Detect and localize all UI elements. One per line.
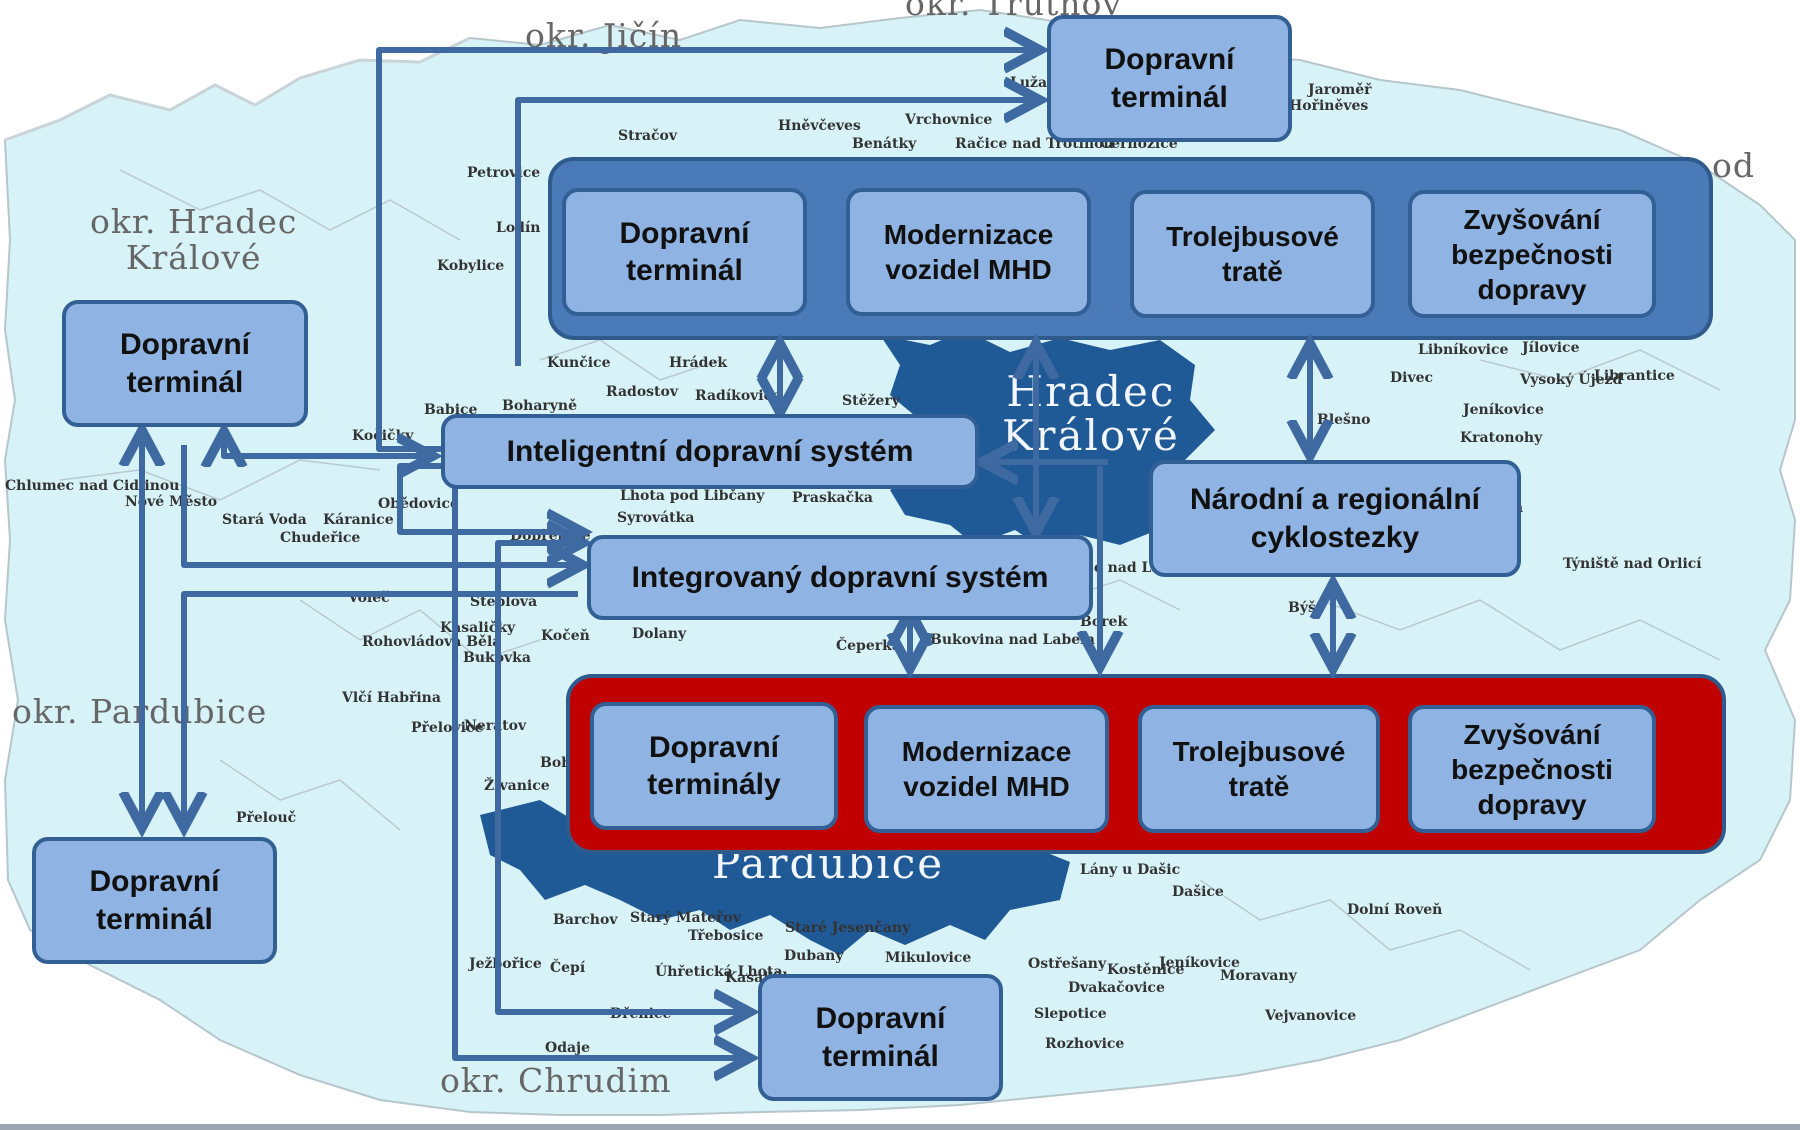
place-label: Libníkovice [1418, 342, 1509, 358]
place-label: Dvakačovice [1068, 980, 1165, 996]
place-label: Librantice [1594, 368, 1675, 384]
place-label: Bukovina nad Labem [930, 632, 1095, 648]
pce-transport-terminals-box: Dopravní terminály [590, 702, 838, 830]
district-label-nachod: od [1712, 146, 1755, 185]
left-transport-terminal-box: Dopravní terminál [62, 300, 308, 427]
connector-arrow [181, 445, 578, 565]
place-label: Ostřešany [1028, 956, 1107, 972]
place-label: Jeníkovice [1463, 402, 1544, 418]
place-label: Lhota pod Libčany [620, 488, 765, 504]
intelligent-transport-system-box: Inteligentní dopravní systém [441, 414, 979, 489]
place-label: Praskačka [792, 490, 873, 506]
integrated-transport-system-box: Integrovaný dopravní systém [587, 535, 1093, 620]
place-label: Borek [1080, 614, 1128, 630]
connector-arrow [515, 100, 1035, 366]
place-label: Jaroměř [1308, 82, 1372, 98]
place-label: Kostěnice [1107, 962, 1185, 978]
place-label: Staré Jesenčany [785, 920, 911, 936]
connector-arrow [495, 543, 745, 1012]
place-label: Odaje [545, 1040, 591, 1056]
bottom-border [0, 1124, 1800, 1130]
pce-traffic-safety-box: Zvyšování bezpečnosti dopravy [1408, 705, 1656, 833]
hk-traffic-safety-box: Zvyšování bezpečnosti dopravy [1408, 190, 1656, 318]
place-label: Vejvanovice [1265, 1008, 1357, 1024]
place-label: Přelouč [236, 810, 297, 826]
place-label: Jeníkovice [1159, 955, 1240, 971]
hk-transport-terminal-box: Dopravní terminál [562, 188, 807, 316]
place-label: Hořiněves [1289, 98, 1369, 114]
district-label-chrudim: okr. Chrudim [440, 1061, 672, 1100]
pce-trolleybus-lines-box: Trolejbusové tratě [1138, 705, 1380, 833]
bottom-left-transport-terminal-box: Dopravní terminál [32, 837, 277, 964]
place-label: Čeperka [836, 638, 901, 654]
place-label: Divec [1390, 370, 1434, 386]
place-label: Dubany [784, 948, 844, 964]
place-label: Jílovice [1522, 340, 1580, 356]
place-label: Týniště nad Orlicí [1563, 556, 1702, 572]
pce-mhd-vehicle-modernization-box: Modernizace vozidel MHD [864, 705, 1109, 833]
place-label: Rohovládova Bělá [362, 634, 502, 650]
connector-arrow [452, 462, 745, 1058]
place-label: Vysoký Újezd [1520, 372, 1623, 388]
place-label: Stéblová [470, 594, 538, 610]
place-label: Ježbořice [469, 956, 542, 972]
place-label: Chudeřice [280, 530, 361, 546]
hk-mhd-vehicle-modernization-box: Modernizace vozidel MHD [846, 188, 1091, 316]
district-label-hradec: okr. Hradec Králové [90, 202, 298, 278]
cycle-routes-box: Národní a regionální cyklostezky [1149, 460, 1521, 577]
place-label: Slepotice [1034, 1006, 1107, 1022]
bottom-transport-terminal-box: Dopravní terminál [758, 974, 1003, 1101]
place-label: Kobylice [437, 258, 505, 274]
connector-arrow [224, 436, 428, 456]
place-label: Dašice [1172, 884, 1224, 900]
place-label: Káranice [323, 512, 394, 528]
place-label: Lány u Dašic [1080, 862, 1181, 878]
place-label: Přelovice [411, 720, 484, 736]
place-label: Dolní Roveň [1347, 902, 1443, 918]
connector-arrow [184, 591, 578, 823]
top-transport-terminal-box: Dopravní terminál [1047, 15, 1292, 142]
hk-trolleybus-lines-box: Trolejbusové tratě [1130, 190, 1375, 318]
place-label: Stará Voda [222, 512, 307, 528]
place-label: Mikulovice [885, 950, 972, 966]
place-label: Vlčí Habřina [342, 690, 441, 706]
place-label: Rozhovice [1045, 1036, 1125, 1052]
place-label: Moravany [1220, 968, 1297, 984]
place-label: Kratonohy [1460, 430, 1543, 446]
